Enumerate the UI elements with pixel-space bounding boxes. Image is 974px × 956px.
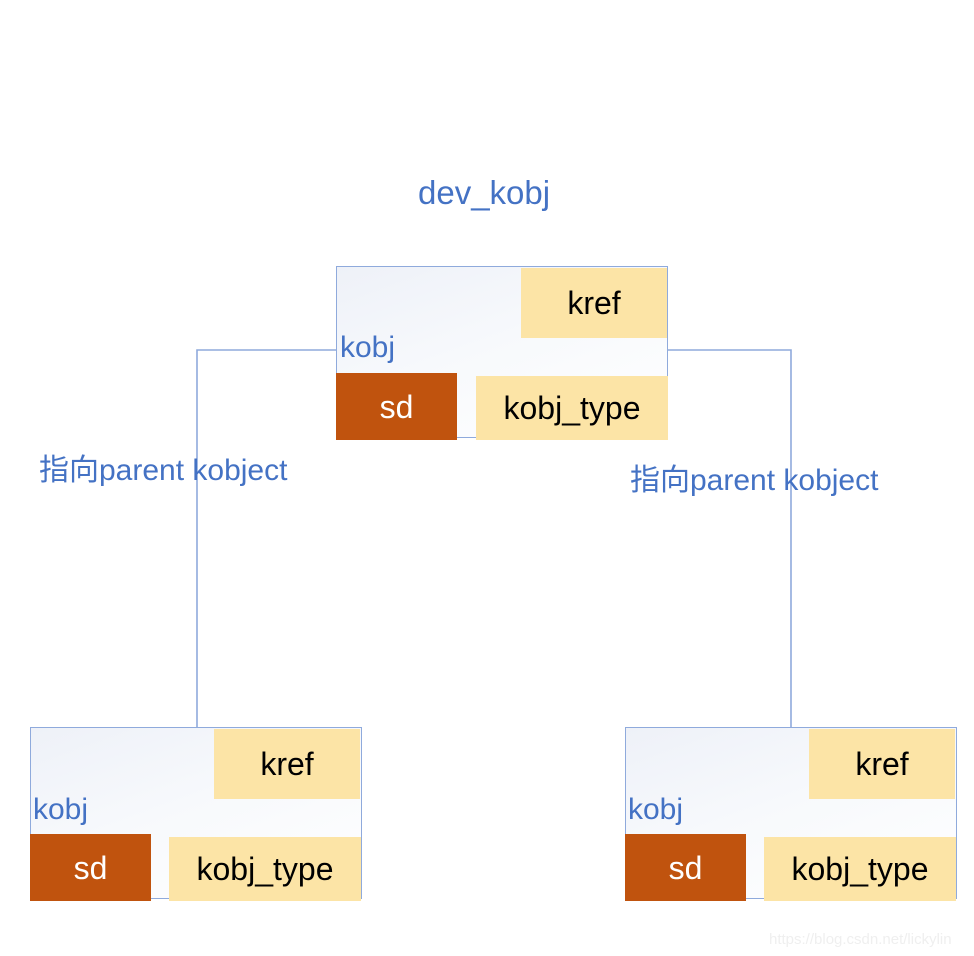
connector-parent-to-right-child [668,349,792,727]
connector-parent-to-left-child [196,349,336,727]
kobject-node-parent-field-sd[interactable]: sd [336,373,457,440]
page-title: dev_kobj [418,174,551,211]
kobject-node-child-left-field-sd[interactable]: sd [30,834,151,901]
kobject-node-child-right-field-kref[interactable]: kref [809,729,955,799]
annotation-left-parent-pointer: 指向parent kobject [39,454,288,487]
annotation-right-parent-pointer: 指向parent kobject [630,464,879,497]
kobject-node-child-right-field-kobj-type[interactable]: kobj_type [764,837,956,901]
kobject-node-child-right-label: kobj [628,793,684,826]
kobject-node-child-right-field-sd[interactable]: sd [625,834,746,901]
kobject-node-parent-label: kobj [340,331,396,364]
watermark: https://blog.csdn.net/lickylin [769,931,952,948]
kobject-node-child-left-label: kobj [33,793,89,826]
kobject-node-parent-field-kref[interactable]: kref [521,268,667,338]
kobject-node-child-left-field-kobj-type[interactable]: kobj_type [169,837,361,901]
kobject-node-child-left-field-kref[interactable]: kref [214,729,360,799]
kobject-node-parent-field-kobj-type[interactable]: kobj_type [476,376,668,440]
